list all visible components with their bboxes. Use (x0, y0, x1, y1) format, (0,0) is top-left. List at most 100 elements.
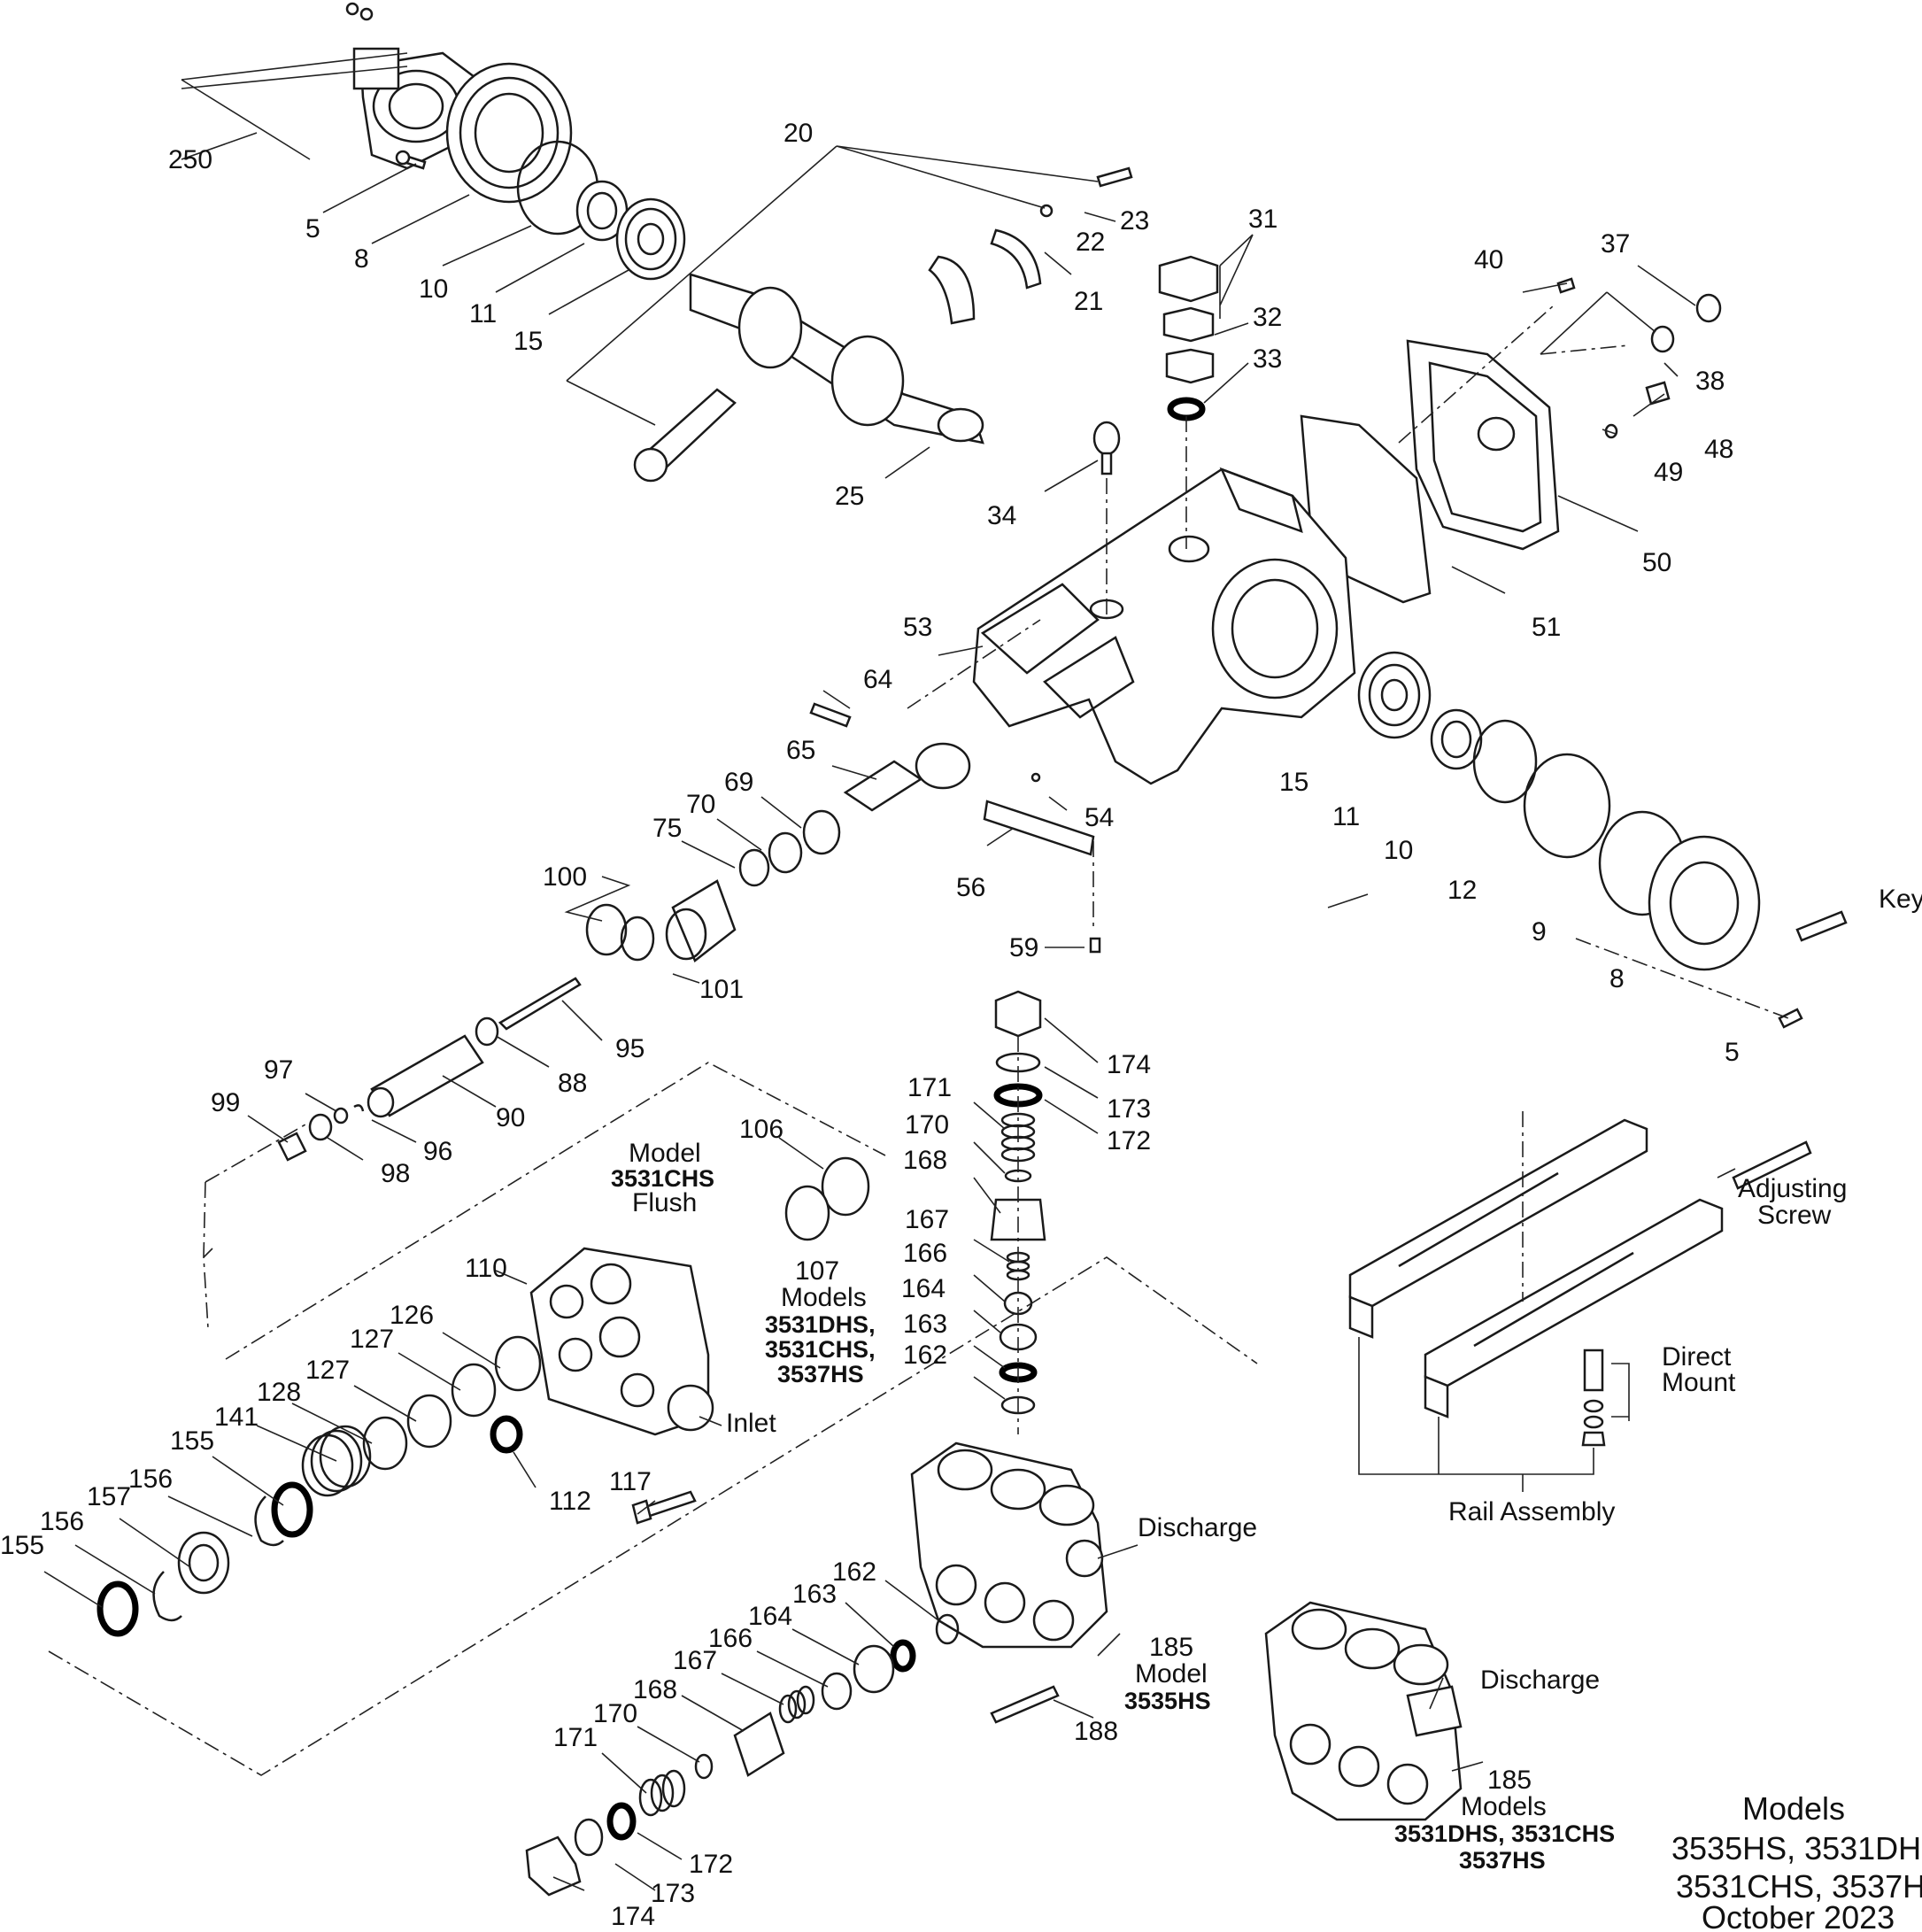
label-167-a: 167 (905, 1205, 949, 1234)
part-174-plug-h (525, 1835, 582, 1897)
label-38: 38 (1695, 367, 1725, 396)
label-31: 31 (1248, 205, 1277, 234)
label-112: 112 (549, 1487, 591, 1516)
label-168-b: 168 (633, 1675, 677, 1704)
label-33: 33 (1253, 344, 1282, 374)
part-188-bolt (990, 1685, 1060, 1724)
label-163-a: 163 (903, 1310, 947, 1339)
part-56-oil-pan (983, 800, 1095, 856)
label-key: Key (1879, 885, 1922, 914)
label-170-b: 170 (593, 1699, 637, 1728)
part-37-plug (1695, 293, 1722, 323)
label-20: 20 (783, 119, 813, 148)
label-98: 98 (381, 1159, 410, 1188)
label-117: 117 (609, 1467, 652, 1496)
part-53-crankcase (972, 467, 1356, 785)
label-8-top: 8 (354, 244, 369, 274)
part-156-ring-a (254, 1495, 284, 1547)
label-128: 128 (257, 1378, 301, 1407)
label-69: 69 (724, 768, 753, 797)
part-167-spring-h (778, 1685, 815, 1724)
footer-line-3: 3531CHS, 3537HS (1676, 1868, 1922, 1905)
part-172-oring-h (606, 1802, 637, 1841)
label-50: 50 (1642, 548, 1671, 577)
label-21: 21 (1074, 287, 1103, 316)
part-40-screw (1556, 277, 1576, 294)
label-10-b: 10 (1384, 836, 1413, 865)
label-127-b: 127 (305, 1356, 350, 1385)
manifold-seal-group (96, 1156, 870, 1637)
label-155-b: 155 (0, 1531, 44, 1560)
label-54: 54 (1085, 803, 1114, 832)
note-models-185b-1: Models (1461, 1792, 1547, 1821)
note-inlet: Inlet (726, 1409, 776, 1438)
part-31-oil-cap (1158, 255, 1219, 303)
part-33-oring (1167, 397, 1206, 421)
note-model-185a-2: 3535HS (1124, 1688, 1211, 1714)
part-8-front-cover (1648, 835, 1761, 971)
footer-line-2: 3535HS, 3531DHS, (1671, 1830, 1922, 1866)
label-8-b: 8 (1609, 964, 1625, 993)
part-101-ring (585, 903, 628, 956)
label-37: 37 (1601, 229, 1630, 259)
valve-stack-vertical (990, 990, 1046, 1415)
part-32-nut (1162, 306, 1215, 343)
part-75-washer (738, 848, 770, 887)
part-107-seal (784, 1185, 830, 1241)
label-22: 22 (1076, 228, 1105, 257)
label-75: 75 (652, 814, 682, 843)
part-127-ring-a (451, 1363, 497, 1418)
note-models-107-1: Models (781, 1283, 867, 1312)
part-15-bearing-top (615, 197, 686, 281)
label-172-a: 172 (1107, 1126, 1151, 1155)
note-discharge-b: Discharge (1480, 1665, 1600, 1695)
note-adjusting-2: Screw (1757, 1201, 1832, 1230)
part-38-washer (1650, 325, 1675, 353)
note-adjusting-1: Adjusting (1738, 1174, 1847, 1203)
part-21-rod-cap (990, 228, 1042, 290)
label-155-a: 155 (170, 1426, 214, 1456)
note-models-185b-3: 3537HS (1459, 1847, 1546, 1874)
label-166-a: 166 (903, 1239, 947, 1268)
rear-cover-group (1300, 277, 1722, 604)
label-23: 23 (1120, 206, 1149, 236)
part-69-ring (802, 809, 841, 855)
part-adjusting-screw (1732, 1140, 1812, 1190)
label-171-a: 171 (907, 1073, 952, 1102)
label-188: 188 (1074, 1717, 1118, 1746)
label-64: 64 (863, 665, 892, 694)
front-bearing-group (1357, 651, 1848, 1029)
part-25-crankshaft (689, 273, 984, 444)
part-88-washer (475, 1016, 499, 1047)
label-173-b: 173 (651, 1879, 695, 1908)
label-127-a: 127 (350, 1325, 394, 1354)
part-48-plug (1645, 381, 1671, 406)
label-90: 90 (496, 1103, 525, 1132)
part-key (1795, 910, 1848, 942)
label-15-b: 15 (1279, 768, 1308, 797)
part-10-oring-b (1472, 719, 1538, 804)
label-5-b: 5 (1725, 1038, 1740, 1067)
part-117-bolt-head (631, 1499, 652, 1525)
note-discharge-a: Discharge (1138, 1513, 1257, 1542)
label-70: 70 (686, 790, 715, 819)
label-156-a: 156 (128, 1464, 173, 1494)
note-model-flush-1: Model (629, 1139, 701, 1168)
part-173-ring-h (574, 1818, 604, 1857)
note-model-flush-2: 3531CHS (611, 1165, 714, 1192)
part-127-ring-b (406, 1394, 452, 1449)
part-164-seat-h (853, 1644, 895, 1694)
label-101: 101 (699, 975, 744, 1004)
part-128-ring (362, 1416, 408, 1471)
label-170-a: 170 (905, 1110, 949, 1140)
part-156-ring-b (152, 1571, 182, 1622)
label-32: 32 (1253, 303, 1282, 332)
part-98-washer (308, 1113, 333, 1141)
part-8-bearing-cover (445, 62, 573, 204)
label-185-b: 185 (1487, 1766, 1532, 1795)
part-97-oring (333, 1107, 349, 1124)
part-33-plug (1165, 348, 1215, 384)
part-15-bearing-b (1357, 651, 1432, 739)
center-lines (48, 305, 1789, 1776)
label-168-a: 168 (903, 1146, 947, 1175)
